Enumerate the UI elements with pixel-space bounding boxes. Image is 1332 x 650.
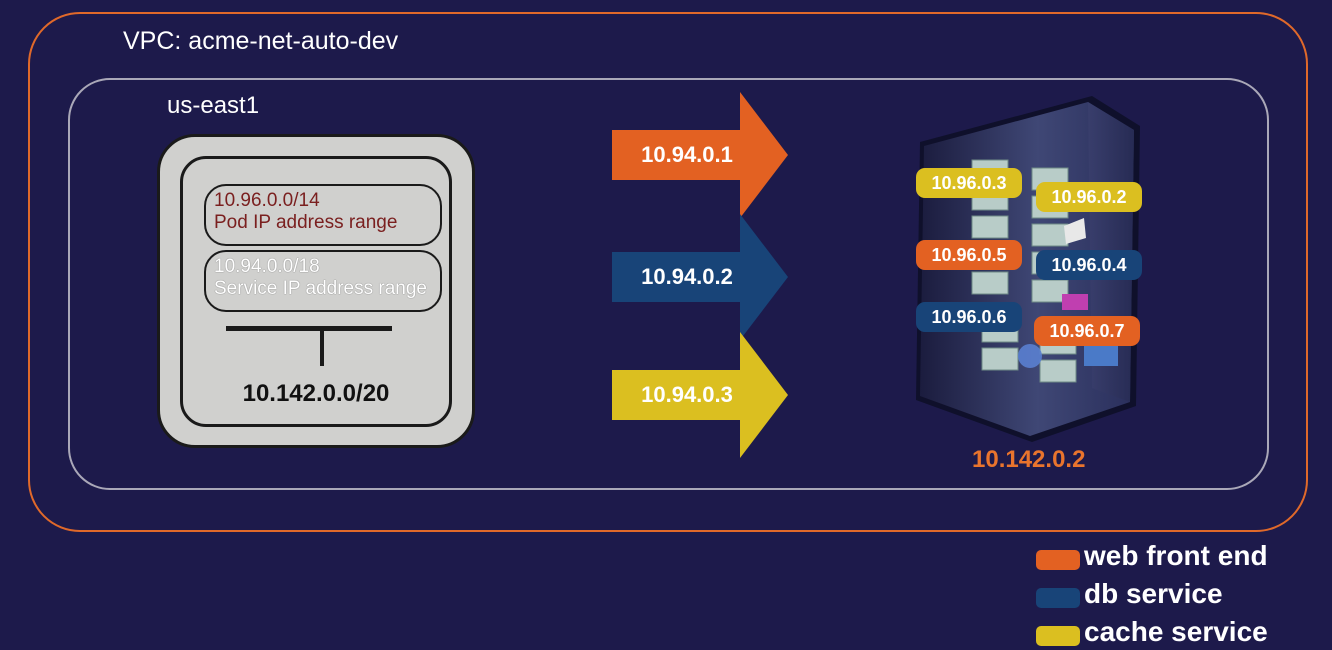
node-ip: 10.142.0.2: [972, 446, 1086, 473]
pod-ip-badge: 10.96.0.6: [916, 302, 1022, 332]
service-ip-range: 10.94.0.0/18 Service IP address range: [204, 250, 442, 312]
region-boundary: [68, 78, 1269, 490]
arrow-shape: [612, 214, 788, 340]
network-bus-drop: [320, 330, 324, 366]
service-range-label: Service IP address range: [214, 278, 427, 299]
legend-label: web front end: [1084, 540, 1268, 571]
legend-swatch: [1036, 626, 1080, 646]
legend-label: db service: [1084, 578, 1223, 609]
service-arrow-cache: 10.94.0.3: [612, 332, 790, 458]
pod-range-cidr: 10.96.0.0/14: [214, 190, 320, 211]
service-ip-label: 10.94.0.3: [641, 382, 733, 407]
pod-range-label: Pod IP address range: [214, 212, 398, 233]
legend-swatch: [1036, 550, 1080, 570]
network-bus-line: [226, 326, 392, 331]
pod-ip-badge: 10.96.0.2: [1036, 182, 1142, 212]
vpc-title: VPC: acme-net-auto-dev: [123, 27, 399, 55]
subnet-inner-box: [180, 156, 452, 427]
pod-ip-range: 10.96.0.0/14 Pod IP address range: [204, 184, 442, 246]
service-arrow-db: 10.94.0.2: [612, 214, 790, 340]
pod-ip-badge: 10.96.0.7: [1034, 316, 1140, 346]
pod-ip-badge: 10.96.0.3: [916, 168, 1022, 198]
service-arrow-web: 10.94.0.1: [612, 92, 790, 218]
service-ip-label: 10.94.0.2: [641, 264, 733, 289]
pod-ip-badge: 10.96.0.5: [916, 240, 1022, 270]
region-title: us-east1: [167, 92, 260, 119]
pod-ip-badge: 10.96.0.4: [1036, 250, 1142, 280]
arrow-shape: [612, 332, 788, 458]
legend-swatch: [1036, 588, 1080, 608]
service-ip-label: 10.94.0.1: [641, 142, 733, 167]
legend-label: cache service: [1084, 616, 1268, 647]
service-range-cidr: 10.94.0.0/18: [214, 256, 320, 277]
subnet-cidr: 10.142.0.0/20: [242, 380, 390, 407]
vpc-boundary: [28, 12, 1308, 532]
arrow-shape: [612, 92, 788, 218]
